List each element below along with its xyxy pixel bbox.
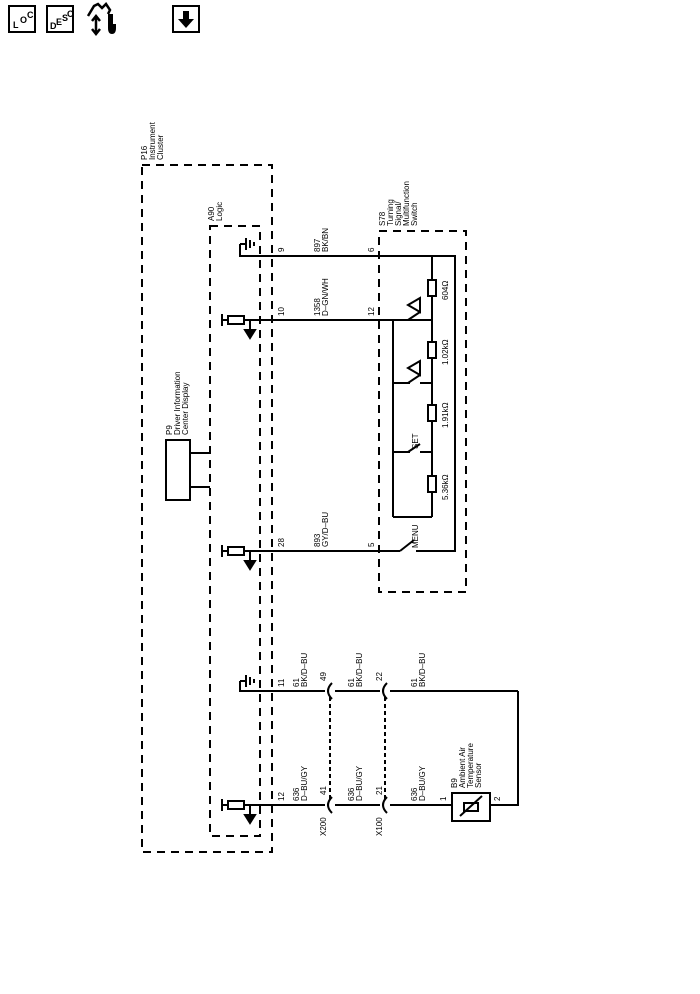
wire-color: D–BU/GY bbox=[418, 765, 427, 801]
desc-letter: E bbox=[56, 17, 63, 27]
resistor-value: 604Ω bbox=[441, 281, 450, 300]
circuit-number: 1358 bbox=[313, 298, 322, 316]
loc-letter: C bbox=[27, 10, 34, 20]
p16-name2: Cluster bbox=[156, 134, 165, 160]
resistor-value: 5.36kΩ bbox=[441, 474, 450, 500]
s78-label: S78 bbox=[378, 211, 387, 226]
pin-label: 21 bbox=[375, 786, 384, 795]
desc-letter: D bbox=[50, 21, 57, 31]
connector-x200: X200 bbox=[319, 817, 328, 836]
resistor-ladder bbox=[393, 256, 437, 518]
p16-name1: Instrument bbox=[148, 121, 157, 160]
sensor-pin-1: 1 bbox=[439, 796, 448, 801]
b9-name3: Sensor bbox=[474, 762, 483, 788]
b9-label: B9 bbox=[450, 778, 459, 788]
resistor-604 bbox=[427, 279, 437, 297]
a90-name1: Logic bbox=[215, 202, 224, 221]
s78-name1: Turning bbox=[386, 199, 395, 226]
s78-switch-box bbox=[378, 230, 467, 593]
circuit-number: 61 bbox=[410, 678, 419, 687]
switch-set-label: SET bbox=[411, 433, 420, 449]
wire-color: BK/D–BU bbox=[418, 653, 427, 687]
desc-letter: C bbox=[67, 9, 74, 19]
p16-label: P16 bbox=[140, 145, 149, 160]
location-button[interactable]: L O C bbox=[8, 5, 36, 33]
connector-x100: X100 bbox=[375, 817, 384, 836]
circuit-number: 636 bbox=[347, 787, 356, 801]
wire-color: D–GN/WH bbox=[321, 278, 330, 316]
circuit-number: 893 bbox=[313, 533, 322, 547]
pin-label: 6 bbox=[367, 247, 376, 252]
ground-icon bbox=[240, 238, 255, 250]
p9-label: P9 bbox=[165, 425, 174, 435]
wire-color: BK/BN bbox=[321, 228, 330, 252]
wire-color: GY/D–BU bbox=[321, 512, 330, 547]
wire-color: D–BU/GY bbox=[300, 765, 309, 801]
resistor-1k91 bbox=[427, 404, 437, 422]
pin-label: 10 bbox=[277, 307, 286, 316]
resistor-value: 1.02kΩ bbox=[441, 339, 450, 365]
circuit-number: 61 bbox=[347, 678, 356, 687]
pin-label: 12 bbox=[367, 307, 376, 316]
arrow-down-icon bbox=[178, 11, 194, 28]
p16-instrument-cluster-box bbox=[141, 164, 273, 853]
b9-name1: Ambient Air bbox=[458, 747, 467, 788]
circuit-1358 bbox=[221, 314, 432, 517]
wire-color: BK/D–BU bbox=[355, 653, 364, 687]
pin-label: 5 bbox=[367, 542, 376, 547]
wire-color: BK/D–BU bbox=[300, 653, 309, 687]
circuit-893 bbox=[221, 255, 456, 571]
loc-letter: L bbox=[13, 20, 19, 30]
circuit-number: 636 bbox=[292, 787, 301, 801]
p9-name2: Center Display bbox=[181, 383, 190, 435]
resistor-5k36 bbox=[427, 475, 437, 493]
switch-menu-label: MENU bbox=[411, 524, 420, 548]
loc-letter: O bbox=[20, 15, 28, 25]
pin-label: 9 bbox=[277, 247, 286, 252]
a90-label: A90 bbox=[207, 206, 216, 221]
resistor-1k02 bbox=[427, 341, 437, 359]
circuit-636 bbox=[221, 796, 452, 825]
pin-label: 49 bbox=[319, 672, 328, 681]
p9-display bbox=[165, 439, 210, 501]
pin-label: 28 bbox=[277, 538, 286, 547]
b9-name2: Temperature bbox=[466, 743, 475, 788]
s78-name3: Multifunction bbox=[402, 181, 411, 226]
desc-letter: S bbox=[62, 13, 69, 23]
b9-sensor bbox=[451, 792, 491, 822]
pin-label: 22 bbox=[375, 672, 384, 681]
p9-name1: Driver Information bbox=[173, 371, 182, 435]
circuit-number: 61 bbox=[292, 678, 301, 687]
circuit-number: 636 bbox=[410, 787, 419, 801]
wire-color: D–BU/GY bbox=[355, 765, 364, 801]
s78-name4: Switch bbox=[410, 202, 419, 226]
description-button[interactable]: D E S C bbox=[46, 5, 74, 33]
circuit-897 bbox=[239, 244, 433, 290]
connector-wrench-icon[interactable] bbox=[86, 2, 122, 37]
resistor-value: 1.91kΩ bbox=[441, 402, 450, 428]
toolbar: L O C D E S C bbox=[0, 0, 700, 40]
download-button[interactable] bbox=[172, 5, 200, 33]
pin-label: 12 bbox=[277, 792, 286, 801]
circuit-61 bbox=[239, 675, 519, 806]
pin-label: 41 bbox=[319, 786, 328, 795]
circuit-number: 897 bbox=[313, 238, 322, 252]
a90-logic-box bbox=[209, 225, 261, 837]
pin-label: 11 bbox=[277, 678, 286, 687]
sensor-pin-2: 2 bbox=[493, 796, 502, 801]
s78-name2: Signal/ bbox=[394, 201, 403, 226]
